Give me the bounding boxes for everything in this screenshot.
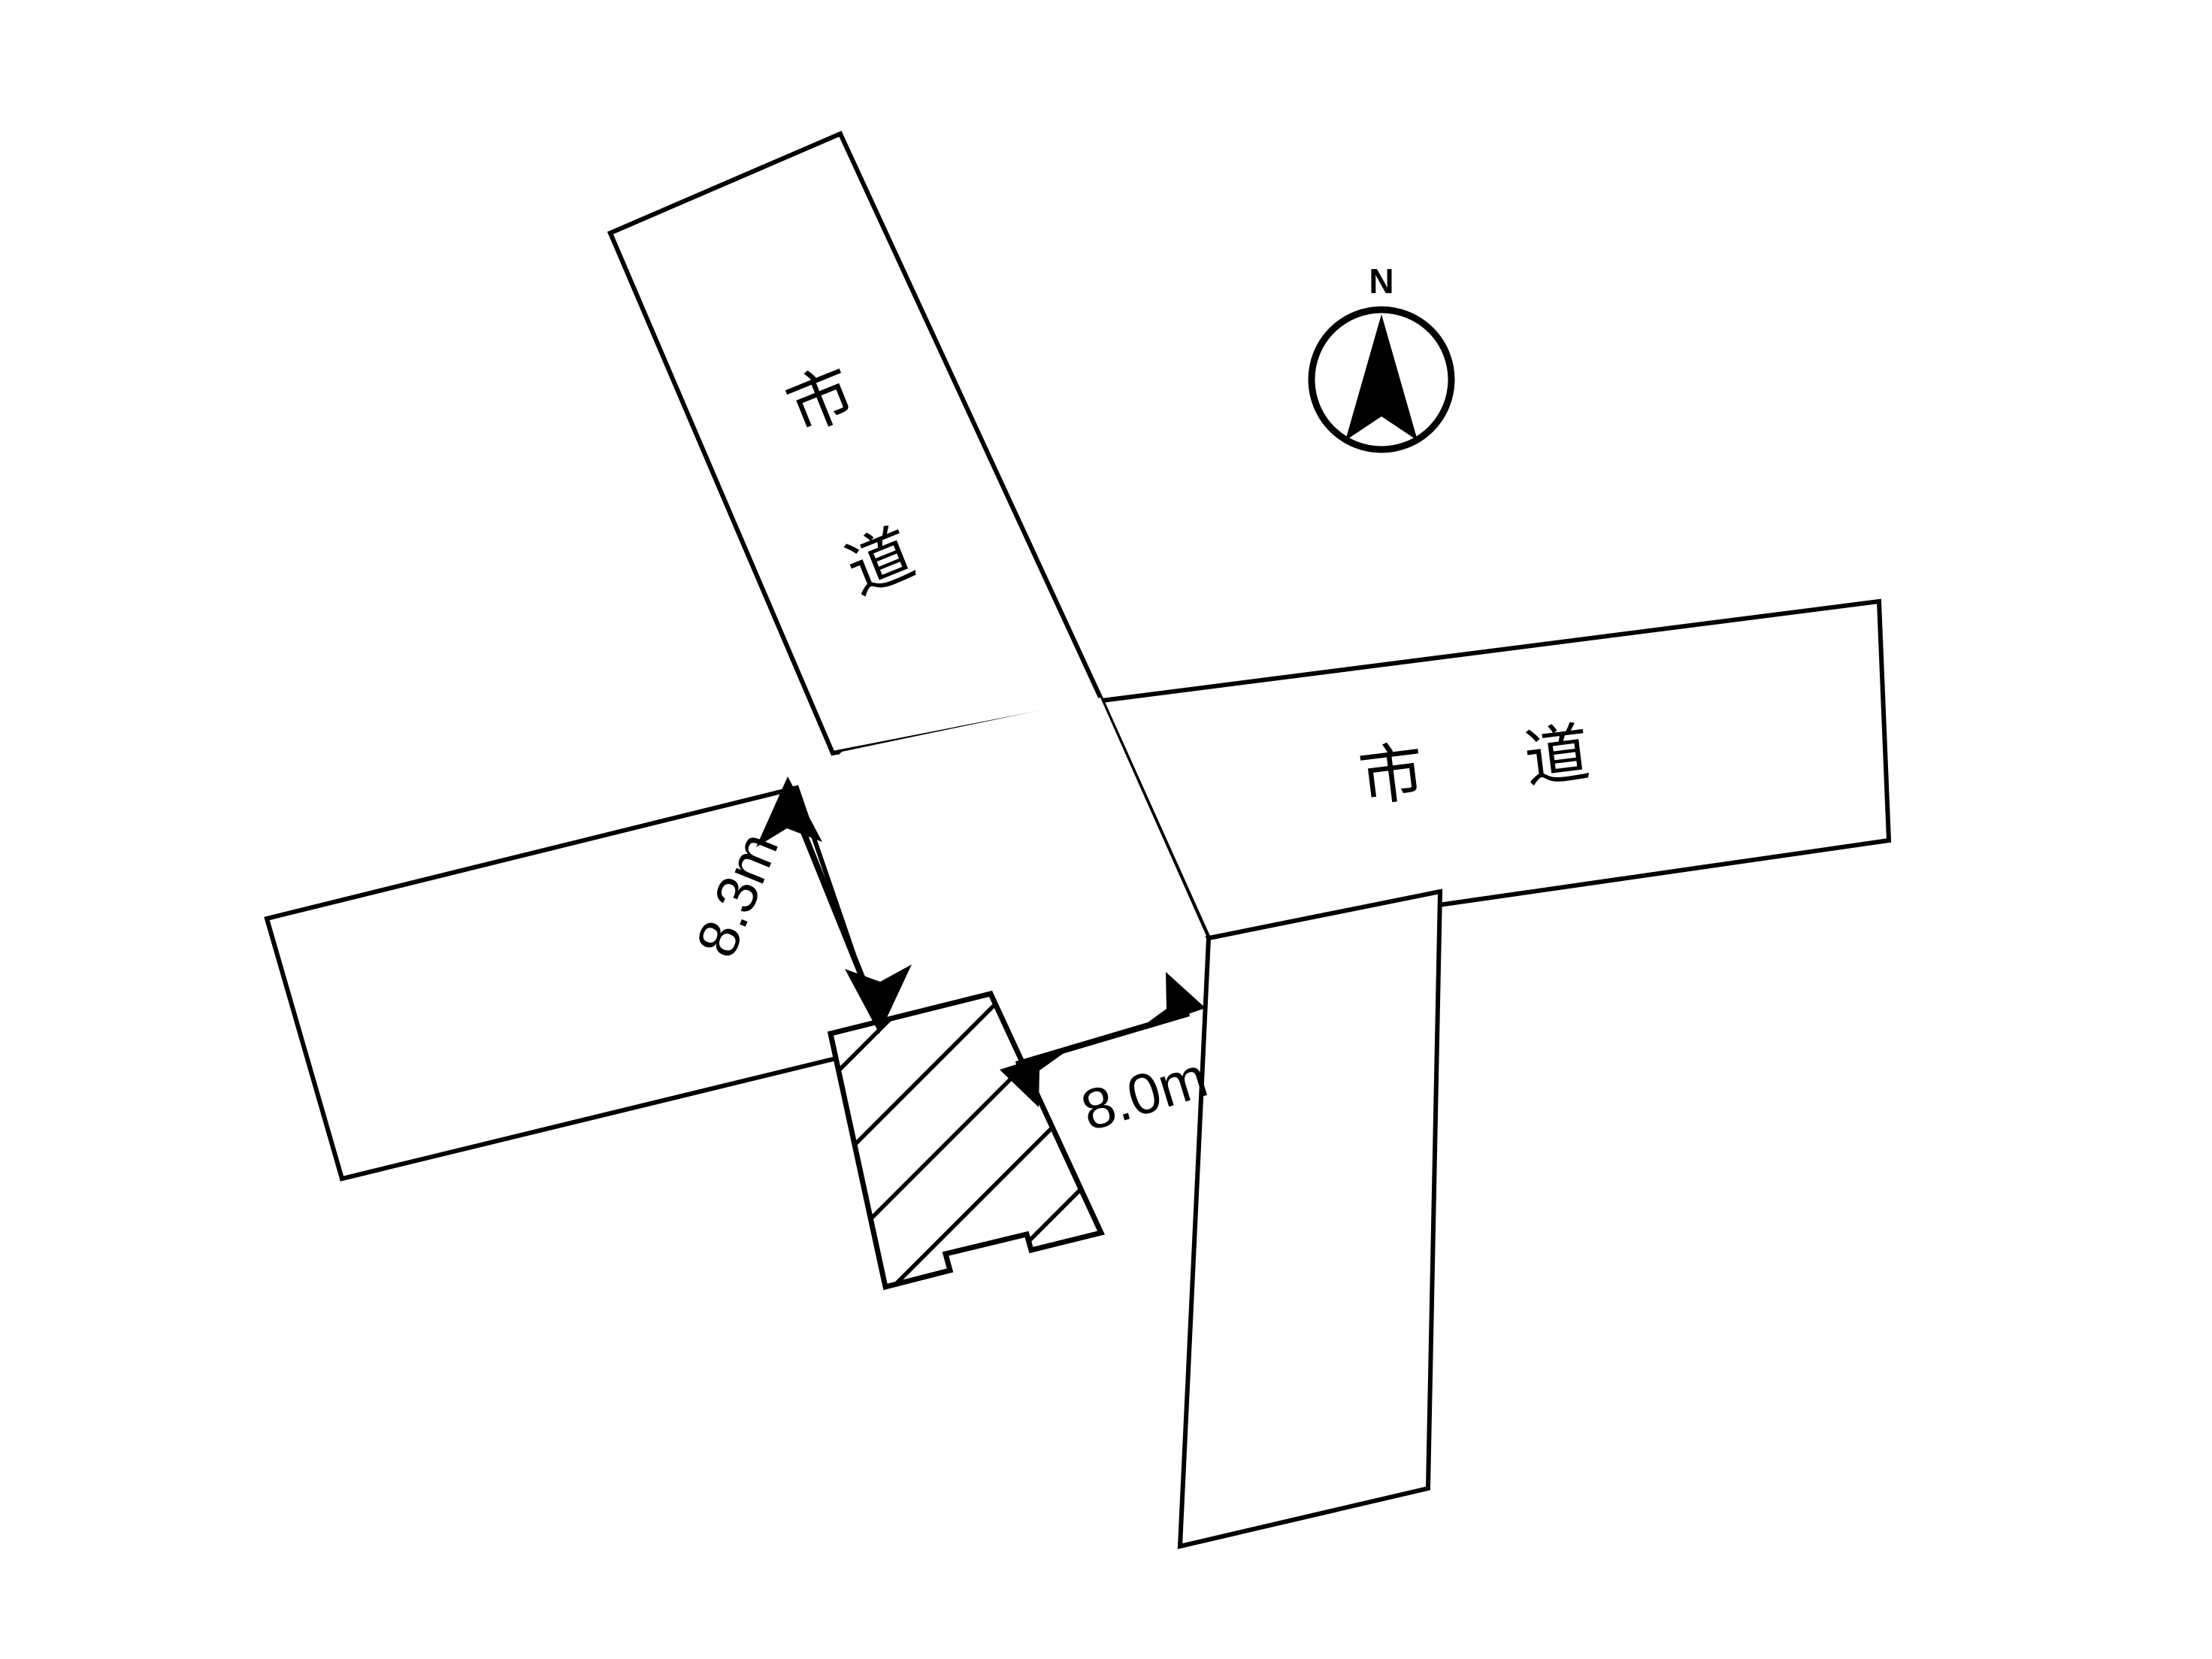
arrowhead-up: [756, 777, 822, 847]
compass-ring-icon: [1308, 306, 1455, 453]
dimension-label-8-0m: 8.0m: [1074, 1045, 1214, 1143]
road-east-label-char-1: 市: [1355, 735, 1428, 815]
road-north-band: [607, 131, 1106, 756]
arrowhead-down: [845, 964, 912, 1034]
arrowhead-right: [1133, 972, 1206, 1033]
arrowhead-left: [1000, 1046, 1073, 1107]
road-south-band: [1177, 889, 1443, 1549]
road-east-band: [1098, 598, 1892, 941]
road-west-band: [264, 785, 888, 1182]
road-east-label-char-2: 道: [1521, 716, 1593, 796]
compass-needle-icon: [1345, 314, 1418, 440]
junction-fill: [801, 698, 1206, 1045]
compass-north-letter: N: [1369, 262, 1393, 301]
north-arrow: N: [1308, 262, 1455, 453]
